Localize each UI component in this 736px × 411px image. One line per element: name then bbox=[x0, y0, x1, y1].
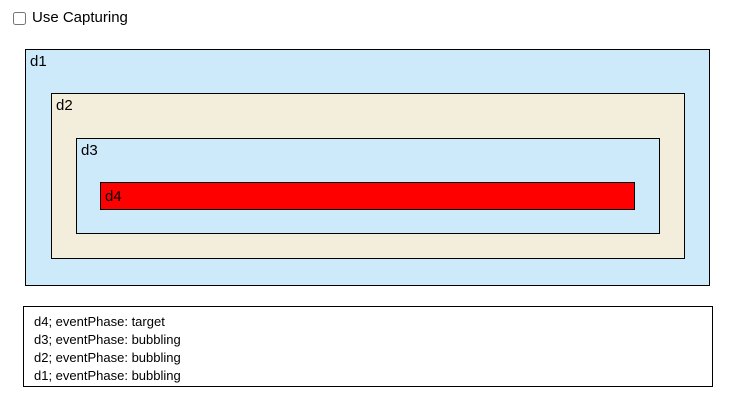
use-capturing-row: Use Capturing bbox=[13, 5, 128, 31]
log-line: d1; eventPhase: bubbling bbox=[34, 368, 181, 383]
box-d3[interactable]: d3 d4 bbox=[76, 138, 660, 234]
box-d2[interactable]: d2 d3 d4 bbox=[51, 93, 685, 259]
box-d1-label: d1 bbox=[30, 53, 47, 70]
box-d1[interactable]: d1 d2 d3 d4 bbox=[25, 49, 710, 286]
log-line: d2; eventPhase: bubbling bbox=[34, 350, 181, 365]
box-d4-label: d4 bbox=[105, 188, 122, 205]
log-line: d3; eventPhase: bubbling bbox=[34, 332, 181, 347]
box-d2-label: d2 bbox=[56, 97, 73, 114]
event-log: d4; eventPhase: target d3; eventPhase: b… bbox=[23, 306, 713, 387]
box-d4[interactable]: d4 bbox=[100, 182, 635, 210]
use-capturing-label: Use Capturing bbox=[32, 9, 128, 26]
box-d3-label: d3 bbox=[81, 142, 98, 159]
log-line: d4; eventPhase: target bbox=[34, 314, 165, 329]
use-capturing-checkbox[interactable] bbox=[13, 11, 26, 25]
